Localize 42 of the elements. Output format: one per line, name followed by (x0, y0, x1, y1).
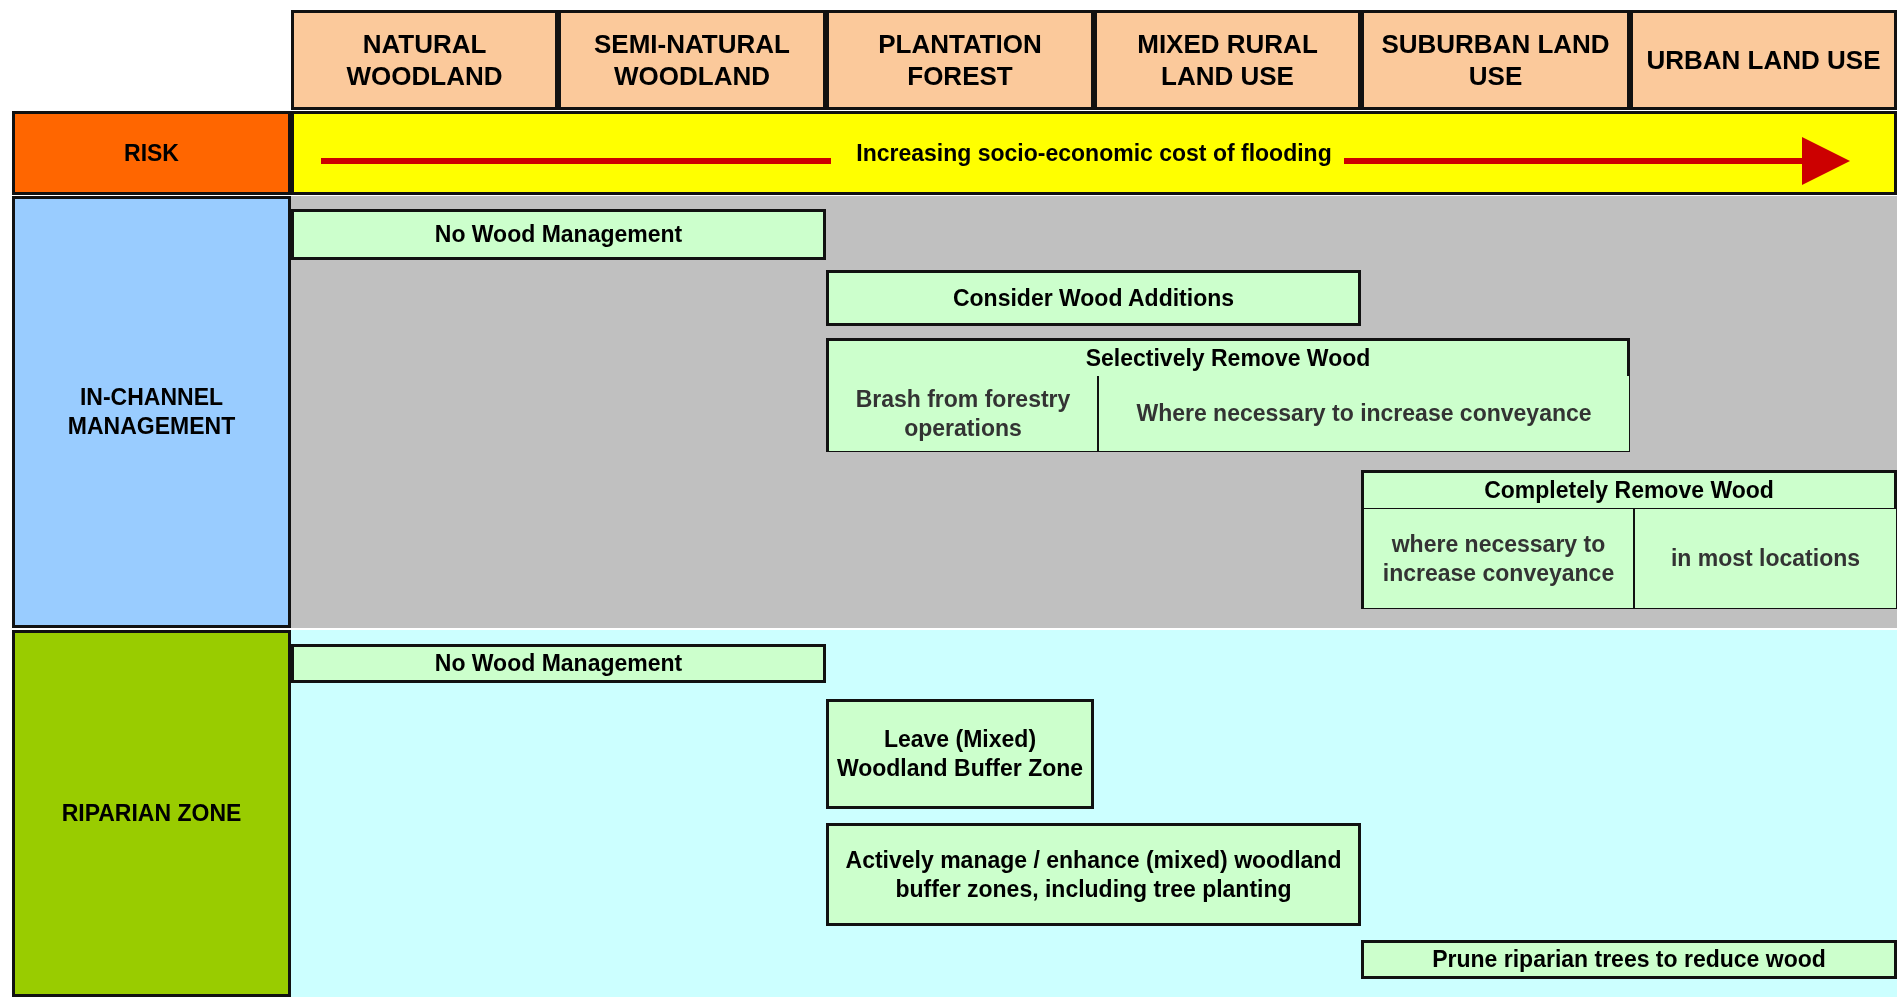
band-text: Increasing socio-economic cost of flooding (855, 138, 1333, 168)
column-header (291, 10, 558, 110)
cell-text: where necessary to increase conveyance (1381, 529, 1616, 588)
action-bar (1361, 470, 1897, 609)
row-header (12, 111, 291, 195)
table-cell (1097, 376, 1629, 451)
action-bar (826, 338, 1630, 452)
header-text: SEMI-NATURAL WOODLAND (593, 27, 791, 93)
action-bar (1361, 940, 1897, 979)
action-bar (826, 699, 1094, 809)
header-text: RISK (123, 138, 180, 168)
header-text: PLANTATION FOREST (877, 27, 1043, 93)
row-header (12, 196, 291, 628)
cell-text: Brash from forestry operations (854, 384, 1072, 443)
bar-label: No Wood Management (433, 649, 684, 678)
header-text: IN-CHANNEL MANAGEMENT (66, 383, 237, 441)
column-header (1094, 10, 1361, 110)
table-cell (1364, 509, 1633, 608)
column-header (826, 10, 1094, 110)
bar-label: No Wood Management (433, 220, 684, 249)
header-text: URBAN LAND USE (1645, 43, 1882, 77)
row-header (12, 630, 291, 997)
column-header (1361, 10, 1630, 110)
table-cell (1633, 509, 1896, 608)
risk-band (291, 111, 1897, 195)
header-text: MIXED RURAL LAND USE (1136, 27, 1319, 93)
action-bar (826, 270, 1361, 326)
header-text: NATURAL WOODLAND (345, 27, 504, 93)
column-header (1630, 10, 1897, 110)
table-cell (829, 376, 1097, 451)
column-header (558, 10, 826, 110)
bar-label: Prune riparian trees to reduce wood (1431, 945, 1827, 974)
cell-text: in most locations (1669, 544, 1862, 573)
bar-label: Actively manage / enhance (mixed) woodland buffer zones, including tree planting (844, 845, 1343, 904)
header-text: RIPARIAN ZONE (60, 799, 243, 828)
bar-label: Consider Wood Additions (951, 283, 1236, 313)
action-bar (291, 644, 826, 683)
cell-text: Where necessary to increase conveyance (1135, 399, 1593, 428)
action-bar (826, 823, 1361, 926)
action-bar (291, 209, 826, 260)
header-text: SUBURBAN LAND USE (1380, 27, 1611, 93)
bar-label: Leave (Mixed) Woodland Buffer Zone (835, 725, 1085, 783)
